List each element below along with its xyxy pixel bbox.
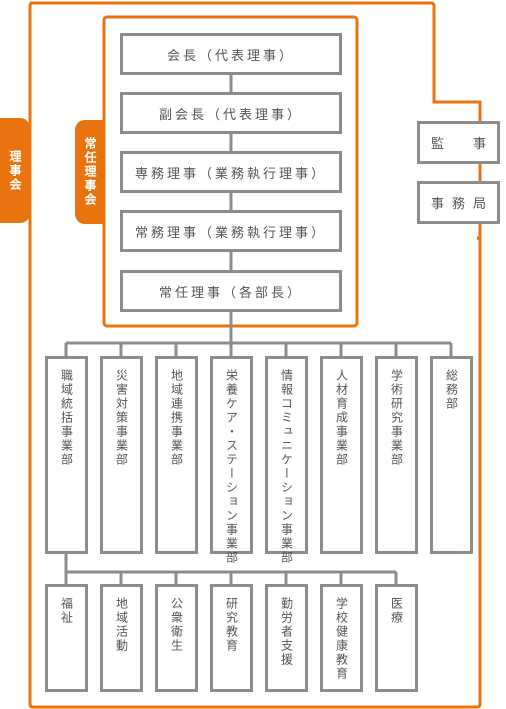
secretariat-box: 事務局 [417, 181, 500, 224]
standing-board-tab: 常任理事会 [75, 120, 105, 224]
subsection-box: 地域活動 [100, 584, 143, 692]
department-box: 学術研究事業部 [375, 356, 418, 554]
auditor-box: 監 事 [417, 121, 500, 164]
subsection-box: 公衆衛生 [155, 584, 198, 692]
chain-box-managing-director: 常務理事（業務執行理事） [120, 210, 342, 252]
subsection-box: 勤労者支援 [265, 584, 308, 692]
department-box: 栄養ケア・ステーション事業部 [210, 356, 253, 565]
department-box: 職域統括事業部 [45, 356, 88, 554]
department-box: 地域連携事業部 [155, 356, 198, 554]
department-box: 人材育成事業部 [320, 356, 363, 554]
chain-box-executive-director: 専務理事（業務執行理事） [120, 151, 342, 193]
department-box: 災害対策事業部 [100, 356, 143, 554]
chain-box-vice-president: 副会長（代表理事） [120, 92, 342, 134]
board-label: 理事会 [8, 149, 22, 192]
subsection-box: 医療 [375, 584, 418, 692]
subsection-box: 学校健康教育 [320, 584, 363, 692]
department-box: 情報コミュニケーション事業部 [265, 356, 308, 565]
chain-box-standing-directors: 常任理事（各部長） [120, 270, 342, 312]
subsection-box: 福祉 [45, 584, 88, 692]
department-box: 総務部 [430, 356, 473, 554]
board-outline [28, 1, 482, 709]
standing-board-label: 常任理事会 [83, 137, 97, 207]
subsection-box: 研究教育 [210, 584, 253, 692]
board-tab: 理事会 [0, 118, 30, 223]
chain-box-president: 会長（代表理事） [120, 33, 342, 75]
